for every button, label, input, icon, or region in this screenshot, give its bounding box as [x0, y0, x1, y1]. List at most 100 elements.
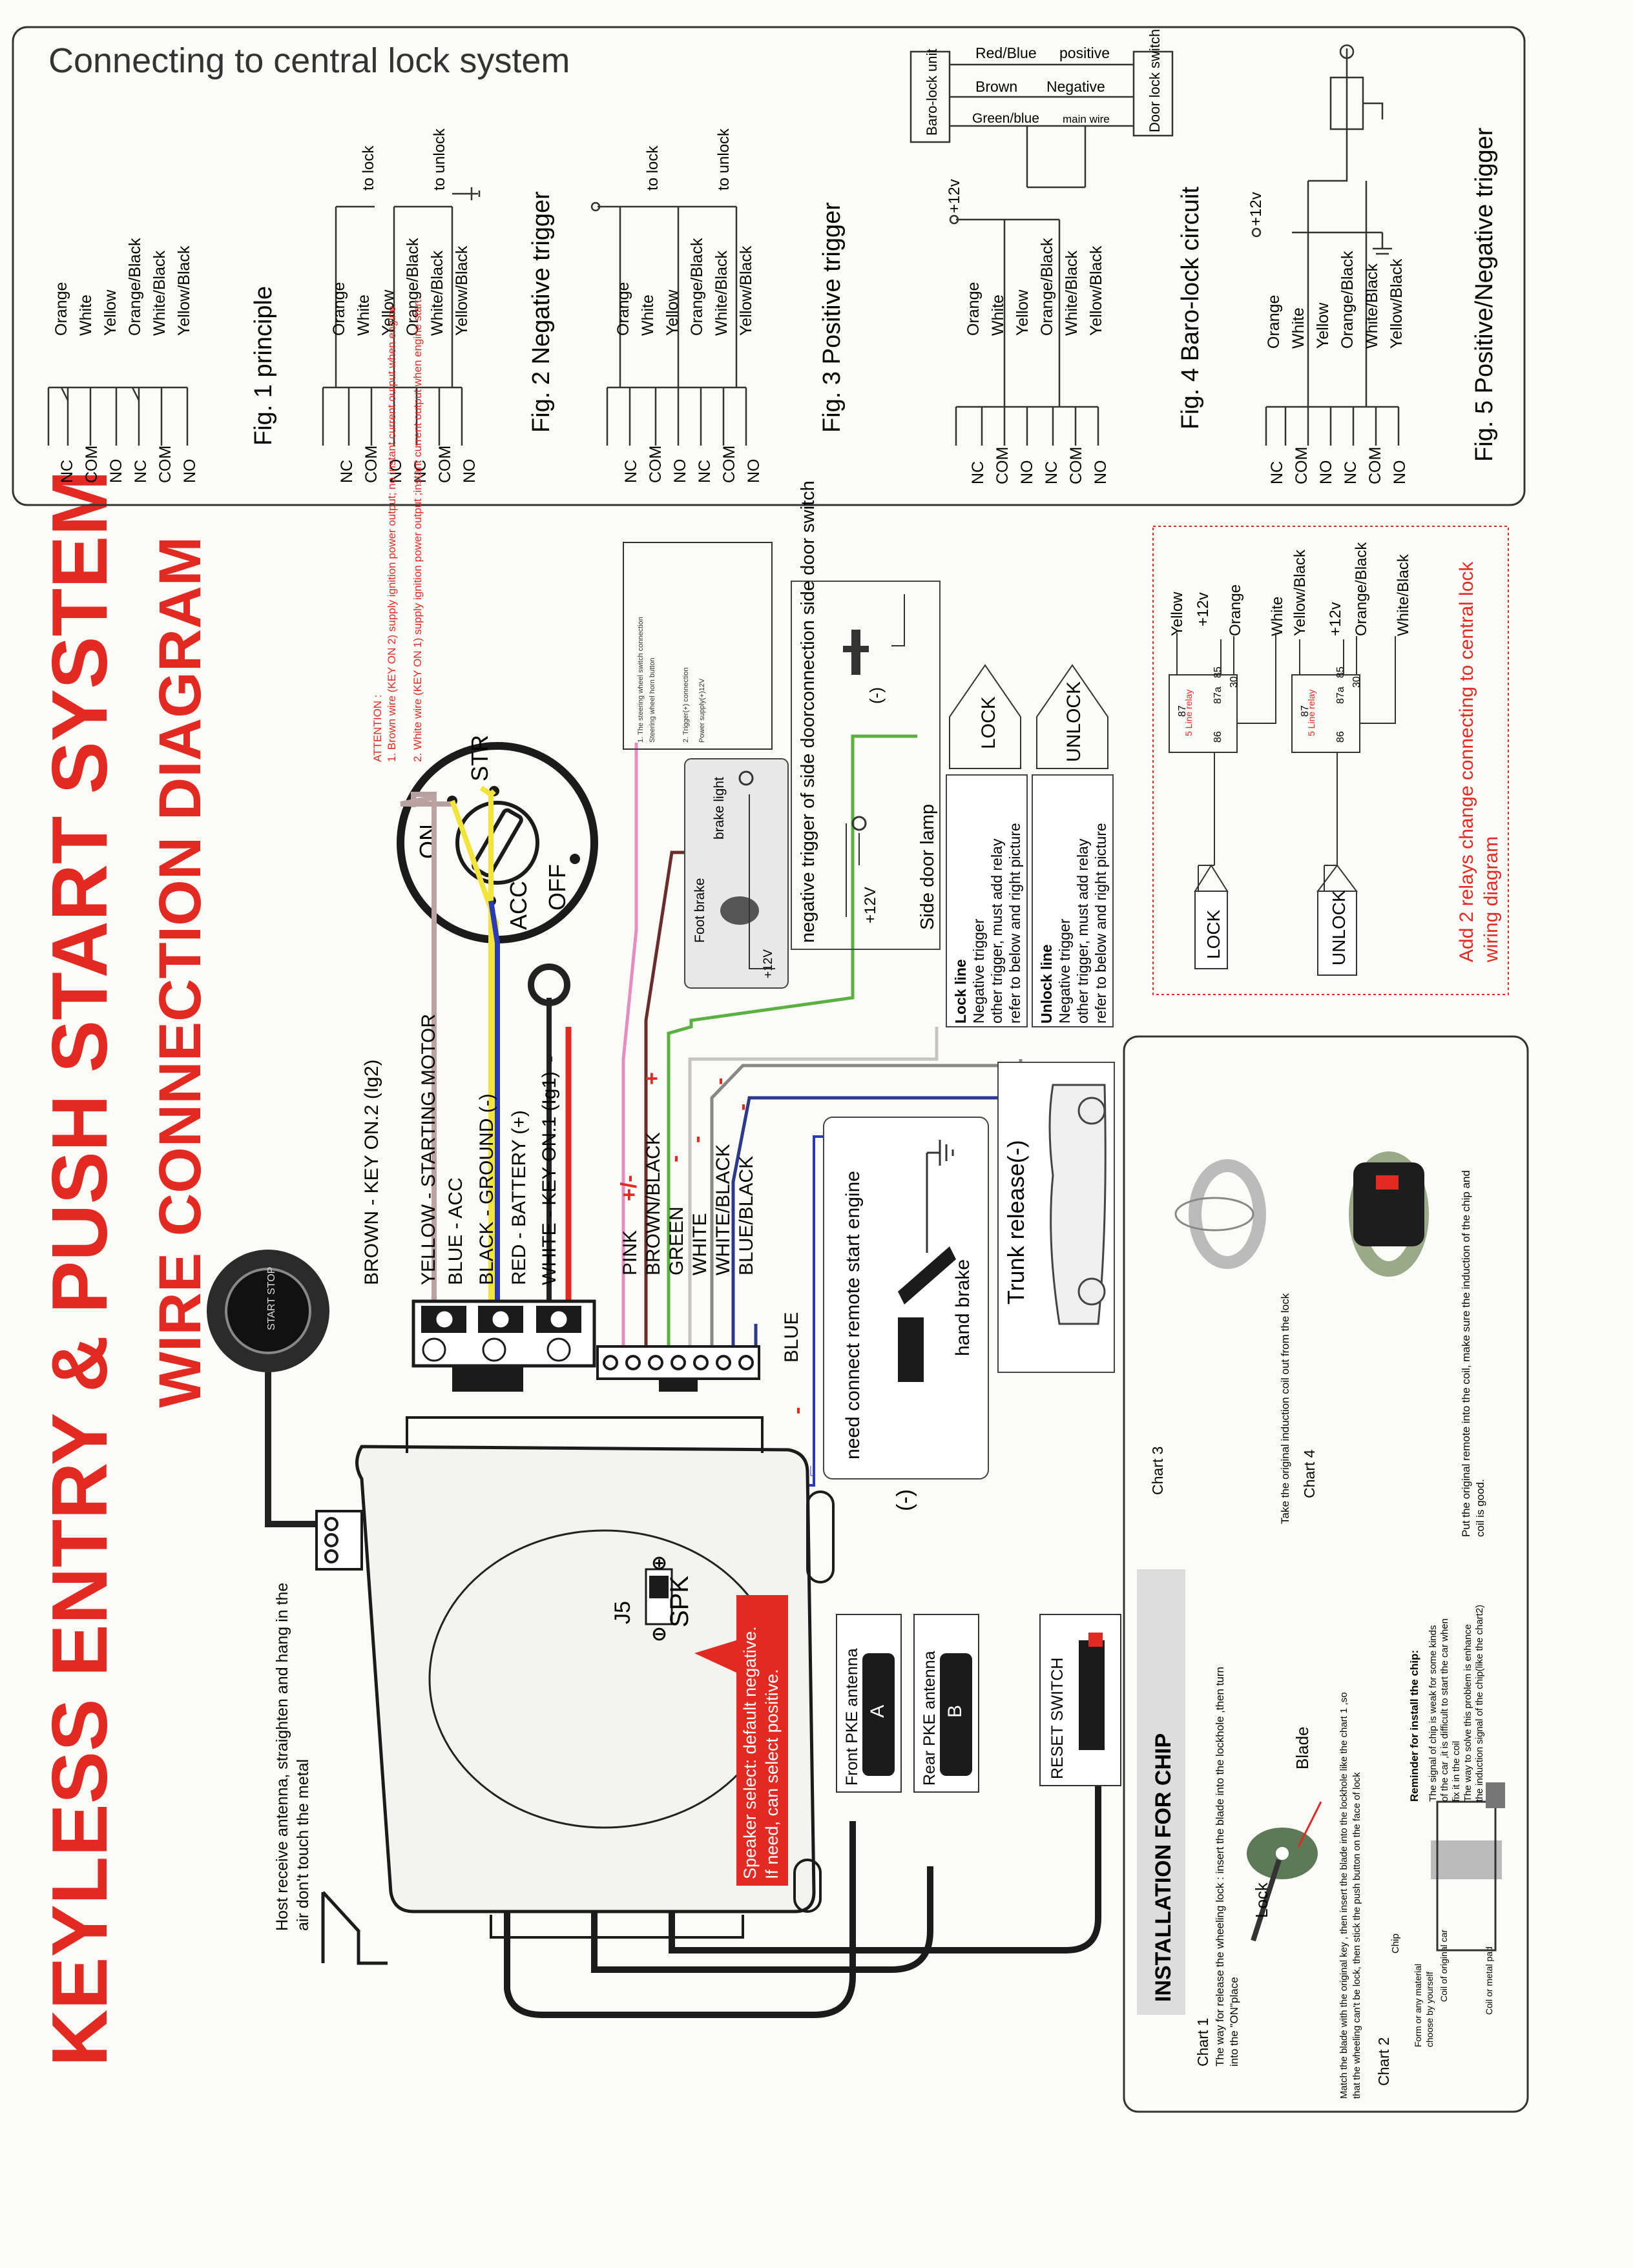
- sub-title: WIRE CONNECTION DIAGRAM: [147, 537, 213, 1408]
- reset-switch: RESET SWITCH: [1039, 1614, 1121, 1786]
- brake-box: Foot brake brake light +12V: [684, 758, 789, 989]
- pin-no: NO: [671, 459, 689, 484]
- wire-white: White: [355, 294, 373, 336]
- pin-no: NO: [745, 459, 763, 484]
- brake-light-label: brake light: [712, 777, 727, 840]
- brown-black-wire-label: BROWN/BLACK: [643, 1132, 664, 1275]
- blue-black-wire-label: BLUE/BLACK: [736, 1156, 757, 1275]
- brake-pedal-icon: [720, 896, 759, 925]
- wire-orange-black: Orange/Black: [1038, 238, 1056, 336]
- fig3-caption: Fig. 3 Positive trigger: [818, 202, 846, 433]
- put-remote-text1: Put the original remote into the coil, m…: [1460, 1170, 1472, 1537]
- wire-orange: Orange: [52, 282, 70, 336]
- pin-nc: NC: [622, 460, 640, 483]
- pin-com: COM: [156, 446, 174, 483]
- start-button-label: START STOP: [266, 1267, 277, 1330]
- pin-no: NO: [107, 459, 125, 484]
- signal-polarity-marks: +/- + - - - - -: [617, 1072, 809, 1414]
- lock-line-desc1: Negative trigger: [970, 918, 987, 1024]
- attention-note: ATTENTION : 1. Brown wire (KEY ON 2) sup…: [371, 294, 424, 762]
- plus-icon: ⊕: [651, 1552, 667, 1574]
- power-connector: [411, 1299, 596, 1392]
- hand-brake-trigger: (-): [893, 1489, 917, 1511]
- reminder-line2: of the car ,it is difficult to start the…: [1439, 1618, 1450, 1802]
- antenna-a-label: A: [867, 1705, 888, 1718]
- speaker-callout-line2: If need, can select positive.: [762, 1669, 782, 1879]
- unlock-line-title: Unlock line: [1038, 944, 1055, 1024]
- wire-orange: Orange: [1265, 295, 1283, 349]
- pin-com: COM: [83, 446, 101, 483]
- pin-nc: NC: [969, 461, 987, 484]
- take-coil-text: Take the original induction coil out fro…: [1279, 1293, 1291, 1524]
- positive-label: positive: [1059, 45, 1110, 61]
- wire-yellow: Yellow: [663, 289, 681, 336]
- pin-com: COM: [1067, 447, 1085, 484]
- pin-no: NO: [461, 459, 479, 484]
- host-antenna: [322, 1891, 388, 1965]
- signal-wire-labels: PINK BROWN/BLACK GREEN WHITE WHITE/BLACK…: [619, 1132, 757, 1275]
- fig2-to-unlock: to unlock: [431, 128, 448, 191]
- wire-orange: Orange: [330, 282, 348, 336]
- reminder-title: Reminder for install the chip:: [1408, 1650, 1420, 1802]
- wire-orange-black: Orange/Black: [1338, 251, 1357, 349]
- wire-white-black: White/Black: [712, 251, 731, 336]
- attention-line1: 1. Brown wire (KEY ON 2) supply ignition…: [386, 305, 398, 762]
- spk-label: SPK: [665, 1576, 694, 1627]
- wire-yellow-black: Yellow/Black: [737, 245, 755, 336]
- pin-no: NO: [1317, 460, 1335, 485]
- steering-line2: Steering wheel horn button: [649, 658, 656, 743]
- relay-note1: Add 2 relays change connecting to centra…: [1456, 561, 1477, 962]
- wire-yellow: Yellow: [1014, 289, 1032, 336]
- door-actuator-icon: [1329, 44, 1384, 145]
- relay2-pin87: 87: [1300, 705, 1311, 717]
- chip-label: Chip: [1390, 1933, 1401, 1954]
- form-text2: choose by yourself: [1424, 1972, 1435, 2047]
- engine-note: need connect remote start engine: [842, 1171, 864, 1459]
- rear-pke-antenna: Rear PKE antenna B: [913, 1614, 979, 1793]
- fig3-positive-trigger: NC COM NO NC COM NO Orange White Yellow …: [590, 128, 846, 484]
- wire-yellow-black: Yellow/Black: [1087, 245, 1105, 336]
- steering-line3: 2. Trigger(+) connection: [682, 668, 690, 743]
- relay2-pin86: 86: [1335, 731, 1346, 743]
- rear-pke-label: Rear PKE antenna: [921, 1651, 939, 1786]
- relay-unlock-label: UNLOCK: [1329, 890, 1349, 965]
- antenna-note-line1: Host receive antenna, straighten and han…: [273, 1583, 291, 1931]
- fig2-negative-trigger: NC COM NO NC COM NO Orange White Yellow …: [322, 128, 555, 484]
- white-wire-label: WHITE: [689, 1213, 711, 1275]
- antenna-note-line2: air don't touch the metal: [294, 1759, 312, 1931]
- relay-yellow-label: Yellow: [1169, 592, 1186, 636]
- relay1-12v-label: +12v: [1194, 592, 1212, 626]
- relay-lock-label: LOCK: [1203, 909, 1223, 959]
- relay-white-black-label: White/Black: [1395, 553, 1412, 636]
- chart3-label: Chart 3: [1149, 1447, 1166, 1495]
- j5-label: J5: [610, 1601, 635, 1624]
- relay2-pin85: 85: [1335, 666, 1346, 678]
- remote-in-coil-icon: [1349, 1151, 1429, 1277]
- main-wire-label: main wire: [1063, 113, 1110, 125]
- ignition-switch: ON STR ACC OFF: [397, 735, 598, 943]
- antenna-cables: [504, 1776, 1101, 2018]
- chart1-text1: The way for release the wheeling lock : …: [1214, 1667, 1226, 2067]
- central-lock-heading: Connecting to central lock system: [48, 41, 570, 80]
- pin-no: NO: [387, 459, 405, 484]
- lock-line-desc2: other trigger, must add relay: [988, 838, 1005, 1024]
- blue-wire-label: BLUE: [781, 1312, 802, 1363]
- side-door-lamp-label: Side door lamp: [917, 804, 938, 930]
- chart2-label: Chart 2: [1375, 2037, 1392, 2086]
- wire-white-black: White/Black: [1063, 251, 1081, 336]
- fig5-caption: Fig. 5 Positive/Negative trigger: [1471, 127, 1498, 462]
- hand-brake-icon: [898, 1246, 956, 1382]
- wire-white: White: [989, 294, 1007, 336]
- pin-com: COM: [1366, 447, 1384, 484]
- wire-yellow-black: Yellow/Black: [453, 245, 471, 336]
- side-door-box: negative trigger of side doorconnection …: [791, 480, 941, 950]
- relay-white-label: White: [1269, 597, 1286, 636]
- reminder-line1: The signal of chip is weak for some kind…: [1428, 1625, 1439, 1802]
- lock-label: Lock: [1252, 1882, 1271, 1918]
- coil-ring-icon: [1174, 1159, 1266, 1269]
- form-text1: Form or any material: [1413, 1964, 1423, 2047]
- coil-diagram-icon: [1431, 1782, 1505, 1952]
- black-wire-label: BLACK - GROUND (-): [476, 1093, 497, 1285]
- lock-line-title: Lock line: [952, 959, 969, 1024]
